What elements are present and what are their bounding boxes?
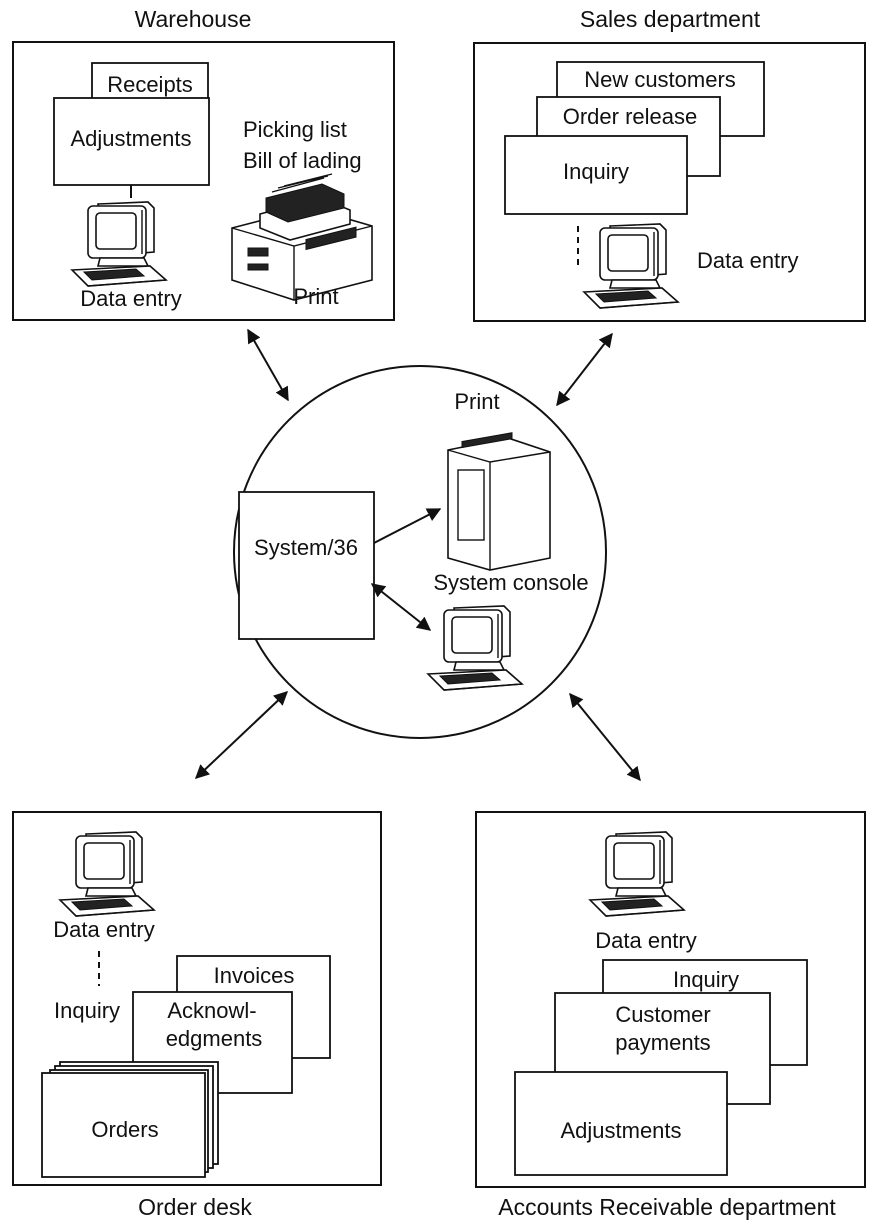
console-label: System console [433, 570, 588, 595]
order-desk-terminal-label: Data entry [53, 917, 155, 942]
ar-frame [475, 811, 866, 1188]
sales-panel: Sales department New customers Order rel… [473, 6, 866, 322]
terminal-icon [583, 223, 679, 309]
order-desk-title: Order desk [138, 1194, 252, 1220]
warehouse-title: Warehouse [135, 6, 252, 32]
central-system: System/36 Print System console [233, 365, 607, 739]
order-desk-frame [12, 811, 382, 1186]
ar-form-adjustments [514, 1071, 728, 1176]
system-to-printer-arrow [373, 508, 442, 544]
order-desk-form-invoices-label: Invoices [214, 963, 295, 988]
sales-form-order-release-label: Order release [563, 104, 698, 129]
sales-link-arrow [556, 332, 613, 407]
sales-form-new-customers-label: New customers [584, 67, 736, 92]
connection-arrows [194, 328, 641, 782]
central-circle [233, 365, 607, 739]
ar-form-payments-line1: Customer [615, 1002, 710, 1027]
ar-terminal-label: Data entry [595, 928, 697, 953]
sales-terminal-label: Data entry [697, 248, 799, 273]
warehouse-panel: Warehouse Receipts Adjustments Picking l… [12, 6, 395, 321]
warehouse-link-arrow [247, 328, 289, 402]
system36-box [238, 491, 375, 640]
sales-form-inquiry [504, 135, 688, 215]
warehouse-output-bill: Bill of lading [243, 148, 362, 173]
warehouse-form-adjustments-label: Adjustments [70, 126, 191, 151]
warehouse-terminal-label: Data entry [80, 286, 182, 311]
warehouse-output-picking: Picking list [243, 117, 347, 142]
sales-title: Sales department [580, 6, 761, 32]
warehouse-printer-label: Print [293, 284, 338, 309]
warehouse-frame [12, 41, 395, 321]
system36-label: System/36 [254, 535, 358, 560]
sales-frame [473, 42, 866, 322]
order-desk-form-orders [41, 1072, 206, 1178]
ar-title: Accounts Receivable department [498, 1194, 836, 1220]
ar-form-payments-line2: payments [615, 1030, 710, 1055]
order-desk-panel: Data entry Inquiry Invoices Acknowl- edg… [12, 811, 382, 1220]
system-to-console-arrow [370, 583, 432, 631]
order-desk-link-arrow [194, 691, 289, 779]
sales-form-inquiry-label: Inquiry [563, 159, 629, 184]
terminal-icon [427, 605, 523, 691]
warehouse-form-adjustments [53, 97, 210, 186]
warehouse-form-receipts-label: Receipts [107, 72, 193, 97]
terminal-icon [59, 831, 155, 917]
printer-icon [447, 431, 551, 571]
terminal-icon [71, 201, 167, 287]
order-desk-inquiry-label: Inquiry [54, 998, 120, 1023]
ar-form-adjustments-label: Adjustments [560, 1118, 681, 1143]
terminal-icon [589, 831, 685, 917]
ar-form-inquiry-label: Inquiry [673, 967, 739, 992]
center-printer-label: Print [454, 389, 499, 414]
ar-panel: Data entry Inquiry Customer payments Adj… [475, 811, 866, 1220]
ar-link-arrow [569, 692, 641, 782]
order-desk-form-ack-line2: edgments [166, 1026, 263, 1051]
order-desk-form-ack-line1: Acknowl- [167, 998, 256, 1023]
line-printer-icon [231, 173, 373, 301]
order-desk-form-orders-label: Orders [91, 1117, 158, 1142]
